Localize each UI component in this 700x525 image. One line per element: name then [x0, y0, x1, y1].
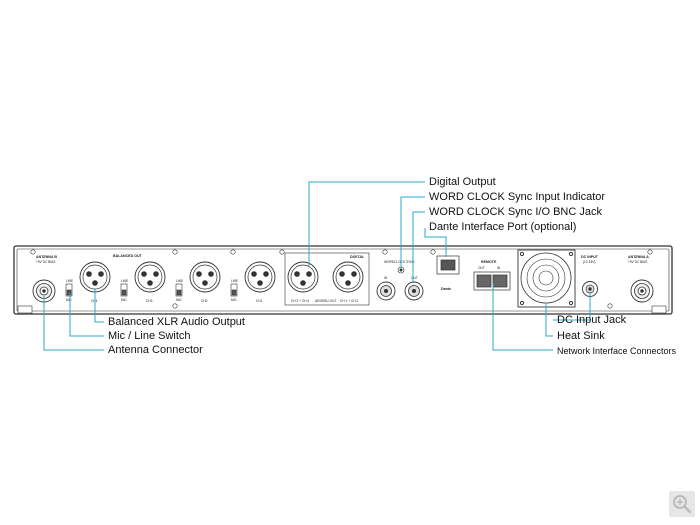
callout-network-connectors: Network Interface Connectors [557, 346, 677, 356]
xlr-ch3 [134, 261, 166, 293]
ch4-label: CH4 [91, 299, 98, 303]
callout-word-clock-bnc: WORD CLOCK Sync I/O BNC Jack [429, 206, 602, 218]
ch34-label: CH 3 + CH 4 [291, 299, 309, 303]
digital-section-frame [284, 252, 370, 306]
balanced-out-label: BALANCED OUT [113, 254, 143, 258]
callout-line-network-connectors [492, 283, 553, 351]
antenna-b-connector [32, 279, 56, 303]
dc-input-jack [582, 281, 598, 297]
aes-xlr-ch34 [287, 261, 319, 293]
remote-label: REMOTE [481, 260, 497, 264]
callout-line-digital-output [308, 181, 425, 266]
zoom-button[interactable] [669, 491, 695, 517]
antenna-b-sub-label: +9V DC BIAS [36, 260, 55, 264]
xlr-ch2 [189, 261, 221, 293]
switch-mic-label-1: MIC [66, 298, 73, 302]
panel-screws [30, 249, 653, 309]
aes-xlr-connectors [287, 261, 364, 293]
callout-dante-port: Dante Interface Port (optional) [429, 221, 577, 233]
wordclock-indicator [397, 266, 405, 274]
xlr-connectors [79, 261, 276, 293]
antenna-a-label: ANTENNA A [628, 255, 649, 259]
ch12-label: CH 1 + CH 2 [340, 299, 358, 303]
wordclock-sync-label: WORDCLOCK SYNC [384, 260, 416, 264]
wordclock-in-label: IN [384, 276, 388, 280]
antenna-a-connector [630, 279, 654, 303]
callout-mic-line-switch: Mic / Line Switch [108, 330, 191, 342]
switch-mic-label-2: MIC [121, 298, 128, 302]
xlr-ch1 [244, 261, 276, 293]
callout-balanced-xlr: Balanced XLR Audio Output [108, 316, 245, 328]
callout-lines [43, 181, 591, 351]
callout-word-clock-indicator: WORD CLOCK Sync Input Indicator [429, 191, 606, 203]
mic-line-switches [65, 283, 238, 297]
remote-out-label: OUT [478, 266, 485, 270]
antenna-a-sub-label: +9V DC BIAS [628, 260, 647, 264]
callout-line-balanced-xlr [94, 289, 104, 323]
callout-heat-sink: Heat Sink [557, 330, 605, 342]
switch-mic-label-3: MIC [176, 298, 183, 302]
remote-network-ports [473, 271, 511, 291]
remote-in-label: IN [497, 266, 501, 270]
xlr-ch4 [79, 261, 111, 293]
dante-port [436, 255, 460, 275]
ch1-label: CH1 [256, 299, 263, 303]
callout-line-wordclock-indicator [400, 196, 425, 268]
dc-input-label: DC INPUT [581, 255, 599, 259]
callout-antenna-connector: Antenna Connector [108, 344, 203, 356]
callout-line-dc-input [553, 292, 591, 321]
wordclock-out-label: OUT [411, 276, 418, 280]
aes-xlr-ch12 [332, 261, 364, 293]
switch-line-label-3: LINE [176, 279, 183, 283]
switch-mic-label-4: MIC [231, 298, 238, 302]
ch2-label: CH2 [201, 299, 208, 303]
dc-input-sub-label: (12-15V) [583, 260, 595, 264]
dante-label: Dante [441, 287, 451, 291]
wordclock-bnc-jacks [376, 281, 424, 301]
ch3-label: CH3 [146, 299, 153, 303]
heat-sink [517, 249, 576, 308]
callout-line-mic-line-switch [69, 293, 104, 337]
callout-line-antenna-connector [43, 296, 104, 351]
callout-digital-output: Digital Output [429, 176, 496, 188]
switch-line-label-1: LINE [66, 279, 73, 283]
callout-line-wordclock-bnc [412, 211, 425, 283]
callout-line-heat-sink [545, 303, 553, 337]
aesebu-label: AES/EBU OUT [315, 299, 336, 303]
digital-label: DIGITAL [350, 255, 365, 259]
switch-line-label-2: LINE [121, 279, 128, 283]
switch-line-label-4: LINE [231, 279, 238, 283]
callout-line-dante-port [424, 228, 447, 257]
callout-dc-input: DC Input Jack [557, 314, 627, 326]
antenna-b-label: ANTENNA B [36, 255, 57, 259]
zoom-in-icon [673, 495, 692, 514]
